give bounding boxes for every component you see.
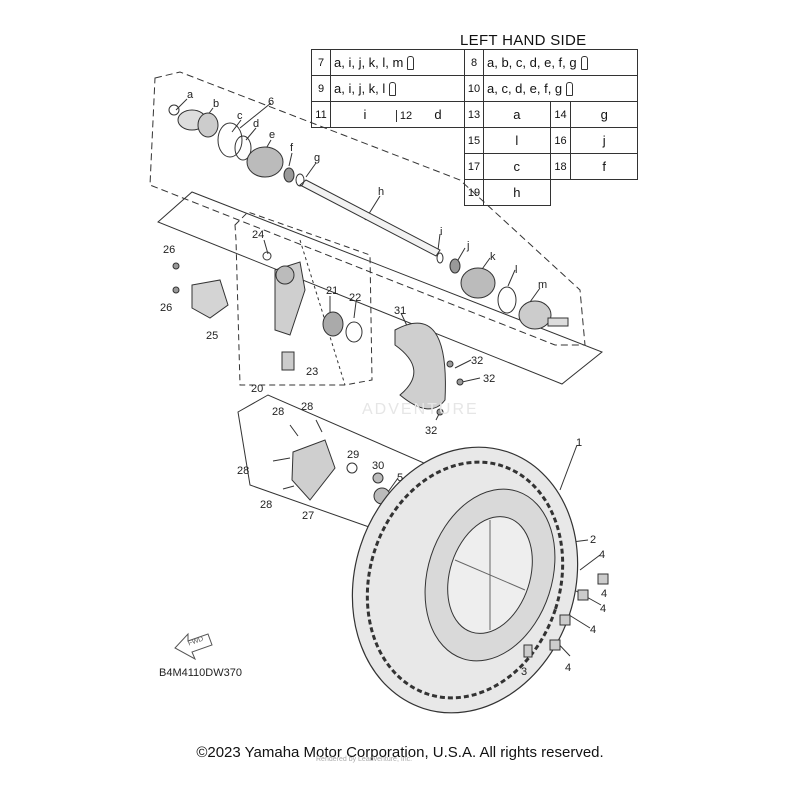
table-row: 7 a, i, j, k, l, m 8 a, b, c, d, e, f, g (311, 49, 638, 76)
part-label: 25 (206, 330, 219, 342)
table-cell: 16 (549, 127, 572, 154)
part-label: 1 (576, 437, 583, 449)
tire (351, 446, 579, 714)
diagram-code: B4M4110DW370 (159, 667, 242, 679)
part-label: j (467, 240, 470, 252)
table-cell: 11 (311, 101, 331, 128)
steering-knuckle (262, 251, 363, 371)
table-cell: a, i, j, k, l, m (330, 49, 465, 76)
part-label: 2 (590, 534, 597, 546)
table-cell: 10 (464, 75, 484, 102)
part-label: 5 (397, 472, 404, 484)
part-label: e (269, 129, 276, 141)
part-label: 27 (302, 510, 315, 522)
outer-cv-joint (436, 252, 569, 330)
fwd-arrow-icon (174, 632, 213, 661)
grease-tube-icon (407, 56, 415, 71)
table-cell: 18 (549, 153, 572, 180)
part-label: 4 (599, 549, 606, 561)
part-label: 3 (521, 666, 528, 678)
table-cell: j (570, 127, 638, 154)
table-cell: 19 (464, 179, 484, 206)
part-label: 30 (372, 460, 385, 472)
inner-cv-joint (168, 104, 305, 187)
part-label: 4 (601, 588, 608, 600)
part-label: 23 (306, 366, 319, 378)
wheel-nuts (523, 573, 609, 658)
brake-caliper (172, 262, 229, 319)
axle-assembly-outline (149, 71, 586, 346)
part-label: 32 (425, 425, 438, 437)
part-label: 29 (347, 449, 360, 461)
part-label: f (290, 142, 294, 154)
watermark: ADVENTURE (362, 401, 479, 418)
table-row: 9 a, i, j, k, l 10 a, c, d, e, f, g (311, 75, 638, 102)
part-label: 26 (163, 244, 176, 256)
part-label: 32 (483, 373, 496, 385)
table-cell: 13 (464, 101, 484, 128)
part-label: 21 (326, 285, 339, 297)
part-label: 4 (590, 624, 597, 636)
table-cell: 15 (464, 127, 484, 154)
wheel-hub (272, 419, 391, 505)
part-label: c (237, 110, 243, 122)
table-cell: g (570, 101, 638, 128)
part-label: 26 (160, 302, 173, 314)
table-title: LEFT HAND SIDE (460, 32, 587, 49)
table-cell: 9 (311, 75, 331, 102)
part-label: i (440, 226, 443, 238)
part-label: 28 (237, 465, 250, 477)
table-cell: 8 (464, 49, 484, 76)
table-row: 19 h (312, 179, 638, 206)
table-cell: f (570, 153, 638, 180)
part-label: a (187, 89, 194, 101)
grease-tube-icon (580, 56, 588, 71)
table-row: 15 l 16 j (312, 127, 638, 154)
part-label: b (213, 98, 220, 110)
part-label: 24 (252, 229, 265, 241)
table-cell: a, c, d, e, f, g (483, 75, 638, 102)
copyright-notice: ©2023 Yamaha Motor Corporation, U.S.A. A… (196, 744, 604, 761)
part-label: 6 (268, 96, 275, 108)
table-cell: h (483, 179, 551, 206)
table-cell: 7 (311, 49, 331, 76)
table-cell: c (483, 153, 551, 180)
grease-tube-icon (389, 82, 397, 97)
part-label: 28 (272, 406, 285, 418)
part-label: 28 (301, 401, 314, 413)
table-cell: 14 (549, 101, 572, 128)
part-label: d (253, 118, 260, 130)
part-label: 28 (260, 499, 273, 511)
table-cell: 17 (464, 153, 484, 180)
part-label: 20 (251, 383, 264, 395)
render-credit: Rendered by Leadventure, Inc. (316, 756, 413, 763)
part-label: 4 (565, 662, 572, 674)
table-cell: a, b, c, d, e, f, g (483, 49, 638, 76)
table-cell: a, i, j, k, l (330, 75, 465, 102)
table-row: 17 c 18 f (312, 153, 638, 180)
part-label: l (515, 264, 518, 276)
brake-disc (394, 322, 464, 416)
part-label: m (538, 279, 548, 291)
part-label: 31 (394, 305, 407, 317)
table-cell: a (483, 101, 551, 128)
part-label: 4 (600, 603, 607, 615)
part-label: 22 (349, 292, 362, 304)
part-label: 32 (471, 355, 484, 367)
grease-tube-icon (566, 82, 574, 97)
part-label: k (490, 251, 496, 263)
table-cell: l (483, 127, 551, 154)
lhs-parts-table: 7 a, i, j, k, l, m 8 a, b, c, d, e, f, g… (311, 49, 638, 206)
part-label: g (314, 152, 321, 164)
part-label: h (378, 186, 385, 198)
